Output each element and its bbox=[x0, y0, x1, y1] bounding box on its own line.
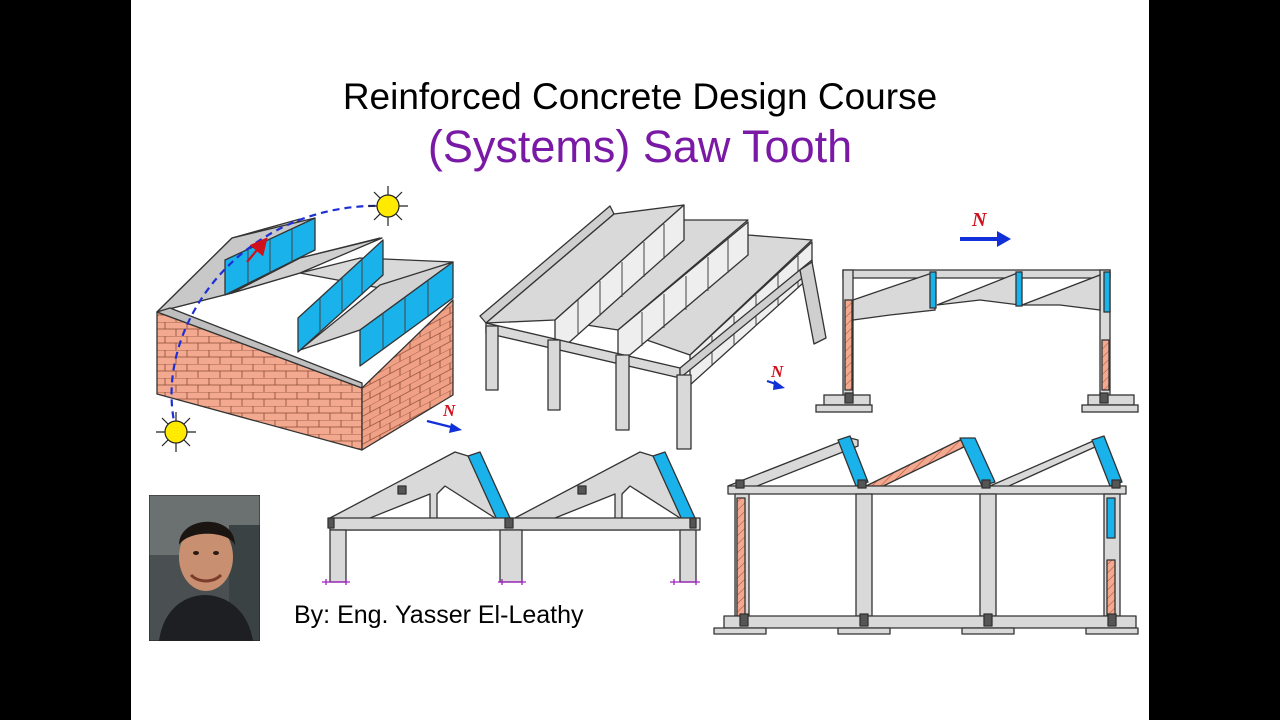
sawtooth-section-b bbox=[713, 435, 1139, 635]
north-label: N bbox=[971, 209, 988, 231]
sawtooth-elevation-right bbox=[815, 269, 1139, 413]
sawtooth-section-a bbox=[327, 451, 701, 583]
north-label: N bbox=[442, 401, 456, 420]
north-label: N bbox=[770, 362, 784, 381]
north-arrow-icon: N bbox=[426, 401, 462, 433]
north-arrow-icon: N bbox=[766, 362, 785, 390]
presenter-photo bbox=[149, 495, 260, 641]
north-arrow-icon: N bbox=[960, 209, 1011, 247]
foundation-marks bbox=[322, 579, 700, 585]
sun-icon bbox=[368, 186, 408, 226]
sawtooth-building-3d bbox=[156, 217, 454, 451]
sun-path bbox=[170, 204, 389, 431]
slide-title: Reinforced Concrete Design Course bbox=[342, 76, 938, 117]
sun-icon bbox=[156, 412, 196, 452]
author-credit: By: Eng. Yasser El-Leathy bbox=[294, 601, 584, 629]
slide-subtitle: (Systems) Saw Tooth bbox=[427, 121, 853, 172]
sawtooth-frame-3d bbox=[479, 204, 827, 450]
